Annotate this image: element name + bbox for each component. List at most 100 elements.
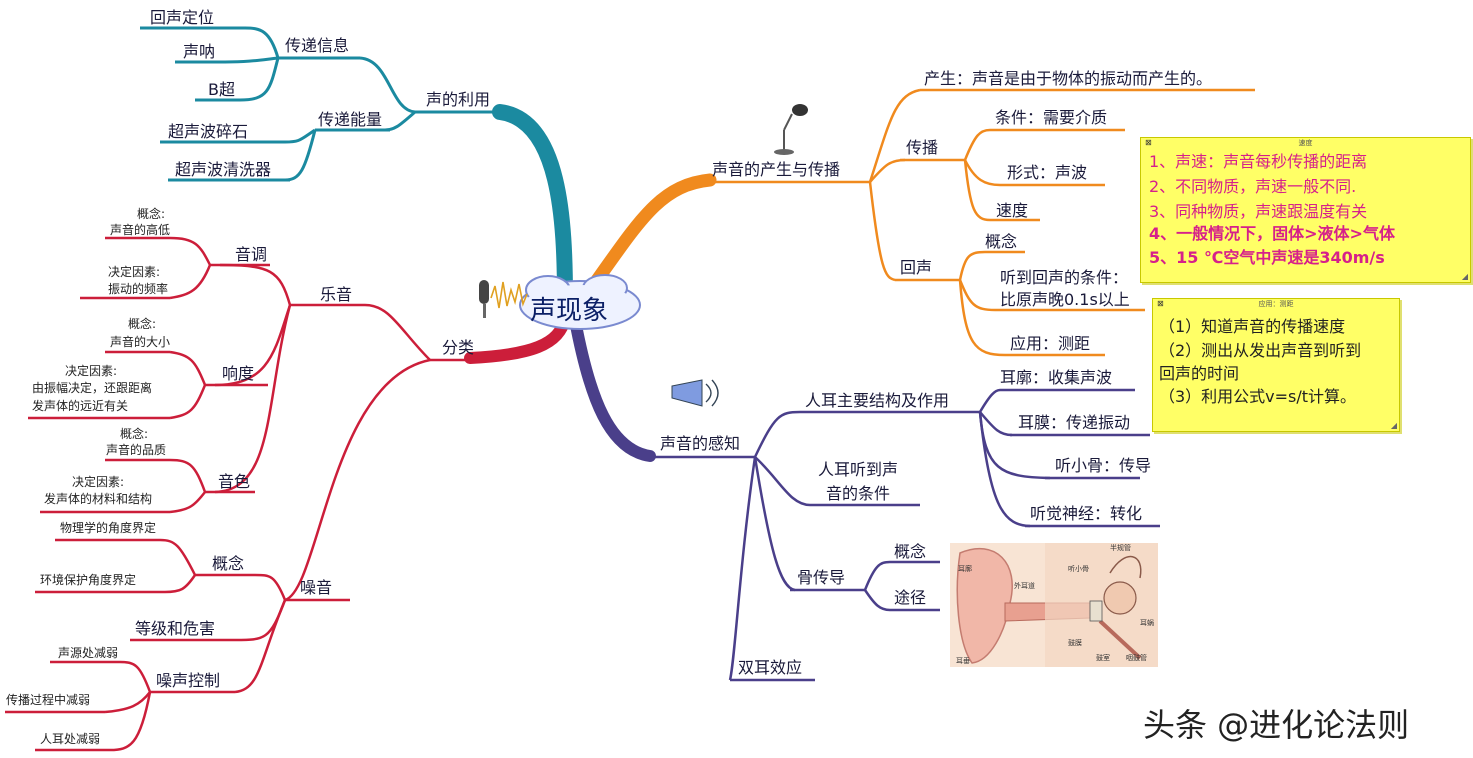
megaphone-icon: [671, 379, 719, 407]
speed-note-line-4: 4、一般情况下，固体>液体>气体: [1149, 224, 1395, 243]
ear-anatomy-image: [950, 543, 1158, 667]
node-ear-structure[interactable]: 人耳主要结构及作用: [805, 391, 950, 410]
speed-note-line-2: 2、不同物质，声速一般不同.: [1149, 177, 1357, 196]
node-hearing-condition-2[interactable]: 音的条件: [826, 484, 891, 503]
node-produce-fact[interactable]: 产生：声音是由于物体的振动而产生的。: [924, 69, 1213, 88]
speed-note-line-1: 1、声速：声音每秒传播的距离: [1149, 152, 1368, 171]
pitch-concept-title: 概念:: [137, 207, 166, 221]
noise-control-path: 传播过程中减弱: [6, 693, 91, 707]
node-binaural[interactable]: 双耳效应: [738, 658, 803, 677]
node-class[interactable]: 分类: [442, 338, 475, 357]
ear-label-canal: 外耳道: [1014, 582, 1035, 590]
node-spread-form[interactable]: 形式：声波: [1007, 163, 1088, 182]
loud-concept-text: 声音的大小: [110, 335, 171, 349]
loud-factor-text-1: 由振幅决定，还跟距离: [32, 381, 153, 395]
node-noise[interactable]: 噪音: [300, 578, 333, 597]
close-icon[interactable]: ⊠: [1145, 138, 1152, 147]
loud-factor-text-2: 发声体的远近有关: [32, 399, 129, 413]
node-echo-condition-2[interactable]: 比原声晚0.1s以上: [1000, 290, 1130, 309]
apply-note-line-4: （3）利用公式v=s/t计算。: [1159, 387, 1357, 406]
node-energy[interactable]: 传递能量: [318, 110, 383, 129]
apply-note-line-1: （1）知道声音的传播速度: [1159, 317, 1346, 336]
ear-label-semicircular: 半规管: [1110, 544, 1131, 552]
node-auditory-nerve[interactable]: 听觉神经：转化: [1030, 504, 1143, 523]
node-eardrum[interactable]: 耳膜：传递振动: [1018, 413, 1131, 432]
node-echo-apply[interactable]: 应用：测距: [1010, 334, 1091, 353]
speed-note-line-3: 3、同种物质，声速跟温度有关: [1149, 202, 1368, 221]
timbre-factor-title: 决定因素:: [72, 475, 125, 489]
node-use[interactable]: 声的利用: [426, 90, 491, 109]
ear-label-ossicles: 听小骨: [1068, 565, 1089, 573]
node-sonar[interactable]: 声呐: [183, 42, 216, 61]
ear-label-eardrum: 鼓膜: [1068, 639, 1082, 647]
node-info[interactable]: 传递信息: [285, 36, 350, 55]
ear-label-tympanic: 鼓室: [1096, 654, 1110, 662]
node-lithotripsy[interactable]: 超声波碎石: [168, 122, 249, 141]
node-hearing-condition-1[interactable]: 人耳听到声: [818, 460, 899, 479]
ear-label-cochlea: 耳蜗: [1140, 619, 1154, 627]
loud-factor-title: 决定因素:: [65, 364, 118, 378]
speed-note[interactable]: ⊠ 速度 1、声速：声音每秒传播的距离 2、不同物质，声速一般不同. 3、同种物质…: [1140, 137, 1471, 283]
node-produce[interactable]: 声音的产生与传播: [712, 160, 841, 179]
node-noise-level[interactable]: 等级和危害: [135, 619, 216, 638]
microphone-icon: [774, 104, 808, 155]
resize-grip-icon[interactable]: ◢: [1461, 272, 1468, 281]
pitch-factor-text: 振动的频率: [108, 282, 169, 296]
speed-note-title: 速度: [1298, 139, 1313, 147]
node-timbre[interactable]: 音色: [218, 472, 251, 491]
timbre-concept-title: 概念:: [120, 427, 149, 441]
node-noise-control[interactable]: 噪声控制: [156, 671, 221, 690]
sound-wave-icon: [479, 280, 528, 318]
node-music[interactable]: 乐音: [320, 285, 353, 304]
center-topic[interactable]: 声现象: [530, 296, 609, 326]
node-pitch[interactable]: 音调: [235, 245, 268, 264]
node-echo-condition-1[interactable]: 听到回声的条件：: [1000, 268, 1129, 287]
node-spread-speed[interactable]: 速度: [996, 201, 1029, 220]
speed-note-line-5: 5、15 ℃空气中声速是340m/s: [1149, 248, 1385, 267]
apply-note-line-3: 回声的时间: [1159, 364, 1240, 383]
node-loudness[interactable]: 响度: [222, 364, 255, 383]
perceive-lines: [650, 388, 1160, 682]
loud-concept-title: 概念:: [128, 317, 157, 331]
center-cloud[interactable]: [519, 274, 641, 330]
node-ossicles[interactable]: 听小骨：传导: [1055, 456, 1152, 475]
speed-note-titlebar: ⊠ 速度: [1141, 138, 1470, 148]
noise-control-ear: 人耳处减弱: [40, 732, 101, 746]
node-noise-concept[interactable]: 概念: [212, 554, 245, 573]
node-echo[interactable]: 回声: [900, 258, 933, 277]
watermark: 头条 @进化论法则: [1143, 706, 1410, 744]
apply-note-title: 应用：测距: [1258, 300, 1294, 308]
node-echo-locate[interactable]: 回声定位: [150, 8, 215, 27]
branch-perceive: [569, 314, 656, 462]
ear-label-lobe: 耳垂: [956, 657, 970, 665]
class-lines: [5, 236, 480, 752]
node-ultrasonic-cleaner[interactable]: 超声波清洗器: [175, 160, 272, 179]
node-bone-conduction[interactable]: 骨传导: [797, 568, 846, 587]
node-perceive[interactable]: 声音的感知: [660, 434, 741, 453]
ear-label-eustachian: 咽鼓管: [1126, 654, 1147, 662]
noise-control-source: 声源处减弱: [58, 646, 119, 660]
node-b-ultrasound[interactable]: B超: [208, 80, 235, 99]
pitch-concept-text: 声音的高低: [110, 223, 171, 237]
close-icon[interactable]: ⊠: [1157, 299, 1164, 308]
node-auricle[interactable]: 耳廓：收集声波: [1000, 368, 1113, 387]
node-spread-condition[interactable]: 条件：需要介质: [995, 108, 1108, 127]
node-bone-path[interactable]: 途径: [894, 588, 927, 607]
node-echo-concept[interactable]: 概念: [985, 232, 1018, 251]
resize-grip-icon[interactable]: ◢: [1390, 421, 1397, 430]
timbre-concept-text: 声音的品质: [106, 443, 167, 457]
noise-concept-physics: 物理学的角度界定: [60, 521, 157, 535]
node-bone-concept[interactable]: 概念: [894, 542, 927, 561]
ear-label-auricle: 耳廓: [958, 565, 972, 573]
node-spread[interactable]: 传播: [906, 138, 939, 157]
branch-use: [492, 104, 573, 308]
use-lines: [140, 26, 500, 182]
timbre-factor-text: 发声体的材料和结构: [44, 492, 153, 506]
pitch-factor-title: 决定因素:: [108, 265, 161, 279]
branch-produce: [583, 173, 717, 297]
produce-lines: [710, 88, 1255, 357]
apply-note[interactable]: ⊠应用：测距 （1）知道声音的传播速度 （2）测出从发出声音到听到 回声的时间 …: [1152, 298, 1400, 432]
apply-note-titlebar: ⊠ 应用：测距: [1153, 299, 1399, 309]
apply-note-line-2: （2）测出从发出声音到听到: [1159, 341, 1362, 360]
